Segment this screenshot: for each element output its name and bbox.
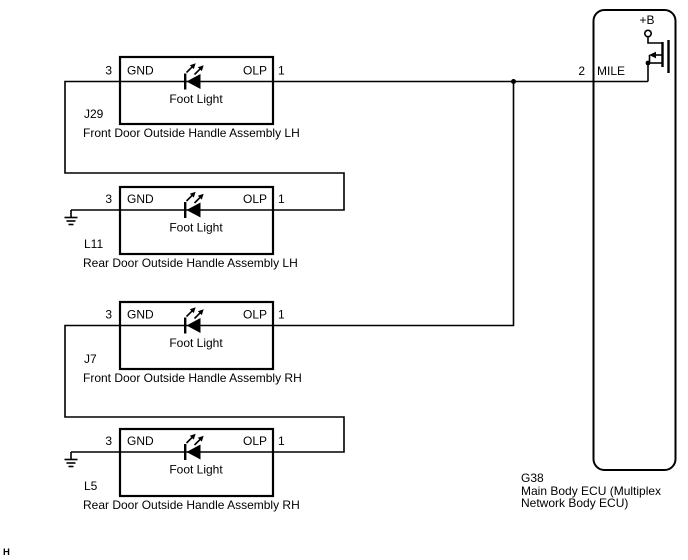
- pin-name-left: GND: [127, 192, 154, 206]
- component-box: [118, 185, 275, 256]
- pin-number-right: 1: [278, 64, 285, 78]
- connector-id: L11: [84, 237, 103, 251]
- pin-number-left: 3: [105, 434, 112, 448]
- component-box: [118, 300, 275, 371]
- component-description: Rear Door Outside Handle Assembly RH: [83, 498, 300, 512]
- component-box: [118, 427, 275, 498]
- ecu-name-line1: Main Body ECU (Multiplex: [521, 484, 661, 498]
- ecu-id: G38: [521, 471, 544, 485]
- wire-j7-gnd-to-l5-olp: [64, 324, 345, 453]
- component-label: Foot Light: [169, 221, 223, 235]
- transistor-icon: [643, 29, 670, 82]
- module-j29: 3 GND OLP 1 Foot Light J29 Front Door Ou…: [83, 55, 300, 140]
- led-icon: [184, 433, 204, 460]
- component-description: Front Door Outside Handle Assembly RH: [83, 371, 302, 385]
- ecu-g38: +B 2 MILE G38 Main Body ECU (Multiplex N…: [521, 9, 677, 510]
- ground-icon: [64, 452, 78, 468]
- connector-id: J29: [84, 107, 104, 121]
- junction-dot: [511, 79, 516, 84]
- module-l5: 3 GND OLP 1 Foot Light L5 Rear Door Outs…: [83, 427, 300, 512]
- module-l11: 3 GND OLP 1 Foot Light L11 Rear Door Out…: [83, 185, 298, 270]
- pin-name-right: OLP: [243, 434, 267, 448]
- led-icon: [184, 191, 204, 218]
- led-icon: [184, 63, 204, 90]
- pin-name-right: OLP: [243, 64, 267, 78]
- wire-j29-gnd-to-l11-olp: [64, 80, 345, 211]
- connector-id: J7: [84, 352, 97, 366]
- ecu-box: [592, 9, 677, 471]
- pin-number-right: 1: [278, 192, 285, 206]
- pin-number-left: 3: [105, 192, 112, 206]
- component-description: Rear Door Outside Handle Assembly LH: [83, 256, 298, 270]
- pin-name-left: GND: [127, 434, 154, 448]
- pin-number-right: 1: [278, 434, 285, 448]
- pin-name-right: OLP: [243, 308, 267, 322]
- component-label: Foot Light: [169, 336, 223, 350]
- ecu-pin-number: 2: [578, 64, 585, 78]
- wiring: [64, 79, 593, 468]
- component-label: Foot Light: [169, 463, 223, 477]
- pin-name-right: OLP: [243, 192, 267, 206]
- wire-j7-olp-to-junction: [273, 81, 515, 327]
- pin-number-left: 3: [105, 64, 112, 78]
- ecu-power-label: +B: [639, 13, 654, 27]
- ecu-name-line2: Network Body ECU): [521, 496, 628, 510]
- power-terminal-icon: [643, 29, 652, 38]
- component-box: [118, 55, 275, 126]
- ecu-pin-name: MILE: [597, 64, 625, 78]
- pin-name-left: GND: [127, 308, 154, 322]
- pin-number-right: 1: [278, 308, 285, 322]
- connector-id: L5: [84, 479, 98, 493]
- component-label: Foot Light: [169, 92, 223, 106]
- ground-icon: [64, 210, 78, 226]
- pin-number-left: 3: [105, 308, 112, 322]
- pin-name-left: GND: [127, 64, 154, 78]
- module-j7: 3 GND OLP 1 Foot Light J7 Front Door Out…: [83, 300, 302, 385]
- page-marker: H: [3, 547, 10, 558]
- component-description: Front Door Outside Handle Assembly LH: [83, 126, 300, 140]
- led-icon: [184, 307, 204, 334]
